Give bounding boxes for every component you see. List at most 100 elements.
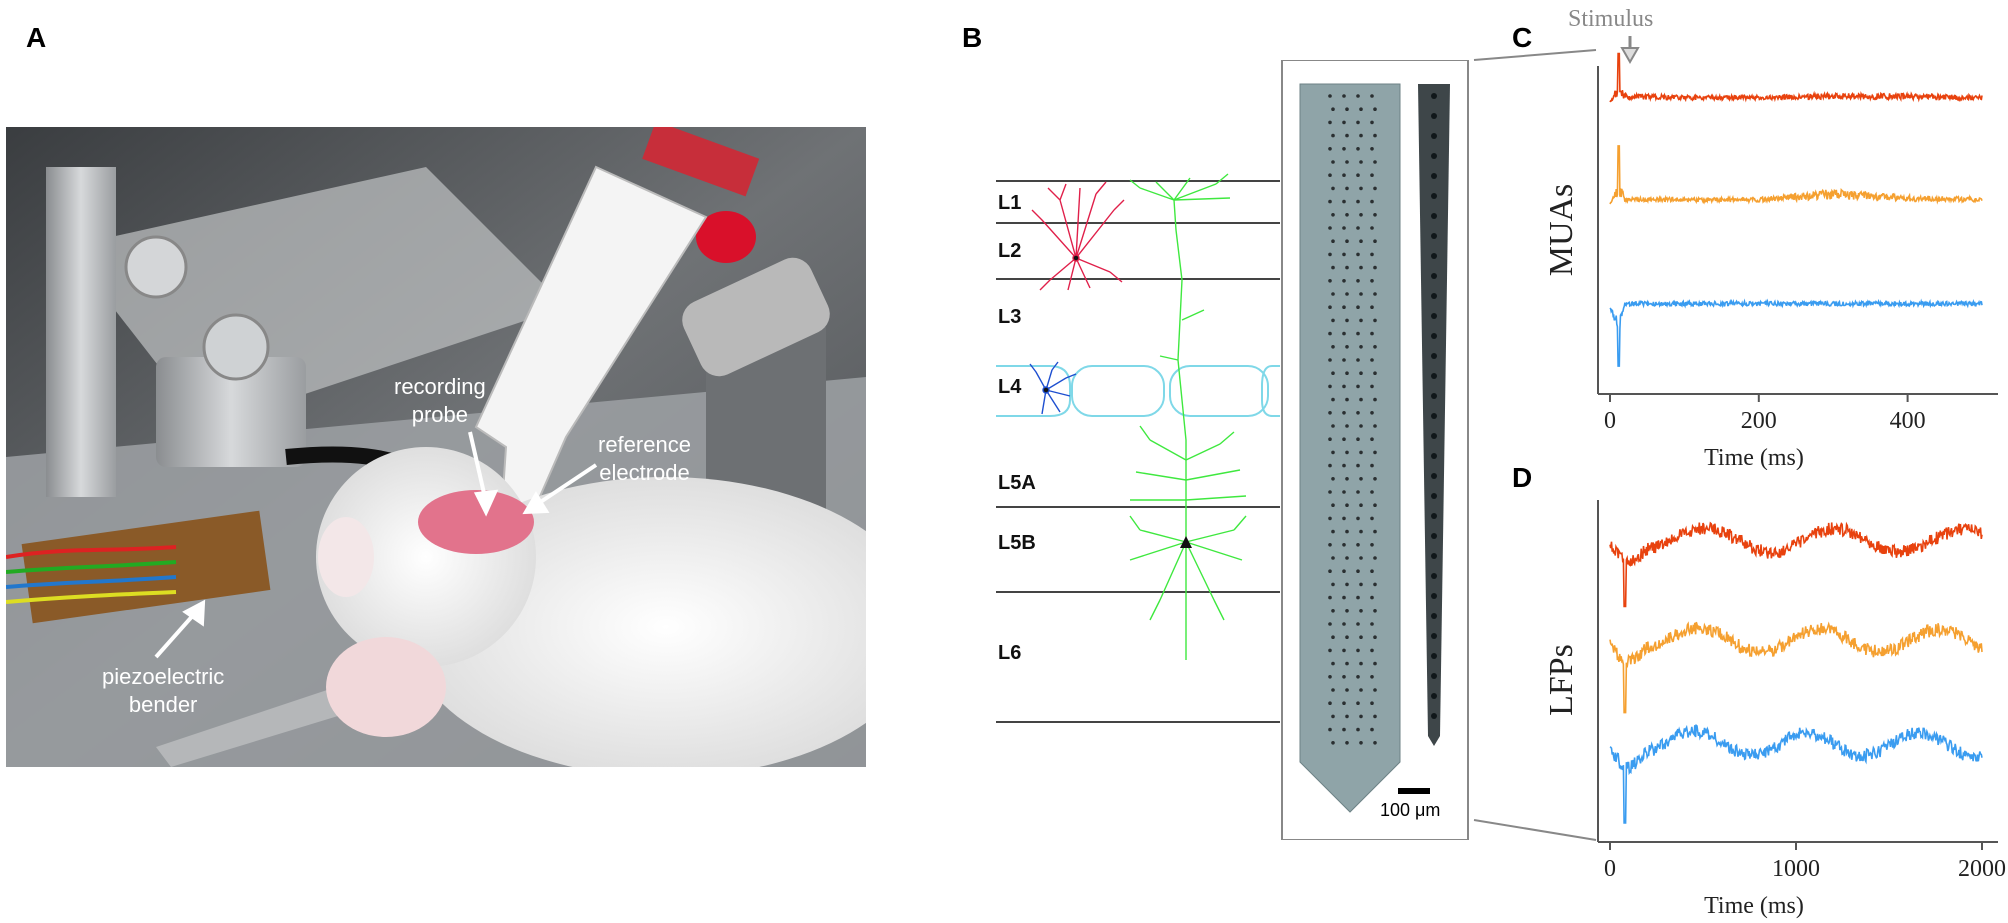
probe-contact [1373,556,1377,560]
probe-contact [1356,120,1360,125]
layer-label-l5a: L5A [998,472,1036,494]
probe-contact [1342,147,1346,151]
layer-label-l3: L3 [998,306,1022,328]
probe-contact [1356,622,1360,626]
probe-contact [1370,384,1374,389]
linear-probe-contact [1431,453,1437,459]
annotation-arrows [154,431,598,659]
layer-label-l6: L6 [998,642,1022,664]
probe-contact [1356,384,1360,389]
linear-probe-contact [1431,653,1437,659]
probe-contact [1328,331,1332,336]
probe-contact [1342,516,1346,521]
linear-probe-contact [1431,233,1437,239]
x-tick-label: 0 [1604,408,1616,434]
zoom-line-bottom [1473,819,1597,841]
linear-probe-contact [1431,333,1437,339]
linear-probe-contact [1431,213,1437,219]
probe-contact [1331,424,1335,428]
probe-contact [1345,371,1349,376]
probe-contact [1331,213,1335,217]
probe-contact [1345,503,1349,508]
linear-probe-contact [1431,353,1437,359]
probe-contact [1370,94,1374,98]
probe-contact [1342,701,1346,705]
linear-probe-contact [1431,413,1437,419]
probe-contact [1328,543,1332,547]
probe-contact [1370,252,1374,257]
probe-contact [1373,661,1377,666]
linear-probe-contact [1431,193,1437,199]
probe-contact [1345,609,1349,613]
probe-contact [1370,358,1374,362]
linear-probe-contact [1431,93,1437,99]
probe-contact [1356,358,1360,362]
probe-contact [1356,331,1360,336]
probe-contact [1331,450,1335,455]
layer-label-l5b: L5B [998,532,1036,554]
probe-contact [1373,688,1377,692]
probe-contact [1373,265,1377,270]
probe-contact [1359,450,1363,455]
probe-contact [1370,199,1374,204]
l4-barrels [996,365,1280,417]
probe-contact [1345,477,1349,481]
probe-contacts [1328,94,1377,745]
linear-probe-contact [1431,593,1437,599]
probe-contact [1373,424,1377,428]
probe-contact [1356,437,1360,442]
probe-contact [1359,318,1363,323]
x-tick-label: 200 [1741,408,1777,434]
probe-contact [1342,279,1346,283]
probe-contact [1345,714,1349,719]
probe-contact [1331,160,1335,164]
stimulus-arrow [1620,36,1640,65]
layer-label-l1: L1 [998,192,1022,214]
linear-probe-contacts [1431,93,1437,719]
probe-contact [1359,397,1363,402]
probe-contact [1356,595,1360,600]
linear-probe-contact [1431,673,1437,679]
zoom-line-top [1473,49,1597,61]
linear-probe-contact [1431,553,1437,559]
series-line [1609,298,1983,367]
probe-contact [1373,609,1377,613]
probe-contact [1359,160,1363,164]
probe-contact [1370,147,1374,151]
probe-contact [1370,279,1374,283]
x-tick-label: 1000 [1772,856,1820,882]
probe-contact [1359,661,1363,666]
probe-contact [1359,503,1363,508]
probe-contact [1373,529,1377,534]
probe-contact [1331,345,1335,349]
probe-contact [1370,701,1374,705]
linear-probe-contact [1431,493,1437,499]
probe-contact [1342,463,1346,468]
probe-contact [1370,226,1374,230]
linear-probe-contact [1431,313,1437,319]
probe-contact [1373,318,1377,323]
probe-contact [1359,107,1363,111]
probe-contact [1342,384,1346,389]
piezo-arrow [154,610,198,659]
probe-contact [1342,622,1346,626]
series-line [1609,621,1983,714]
probe-contact [1373,133,1377,138]
probe-contact [1328,675,1332,679]
probe-contact [1328,94,1332,98]
probe-contact [1370,490,1374,494]
probe-contact [1331,714,1335,719]
probe-contact [1345,318,1349,323]
probe-contact [1345,186,1349,191]
probe-contact [1345,397,1349,402]
panel-d-letter: D [1512,462,1533,493]
probe-contact [1328,727,1332,732]
probe-contact [1356,252,1360,257]
lfp-x-axis-label: Time (ms) [1704,893,1804,919]
linear-probe-contact [1431,273,1437,279]
probe-contact [1373,503,1377,508]
l5-pyramidal-neuron [1129,173,1247,660]
probe-contact [1356,701,1360,705]
